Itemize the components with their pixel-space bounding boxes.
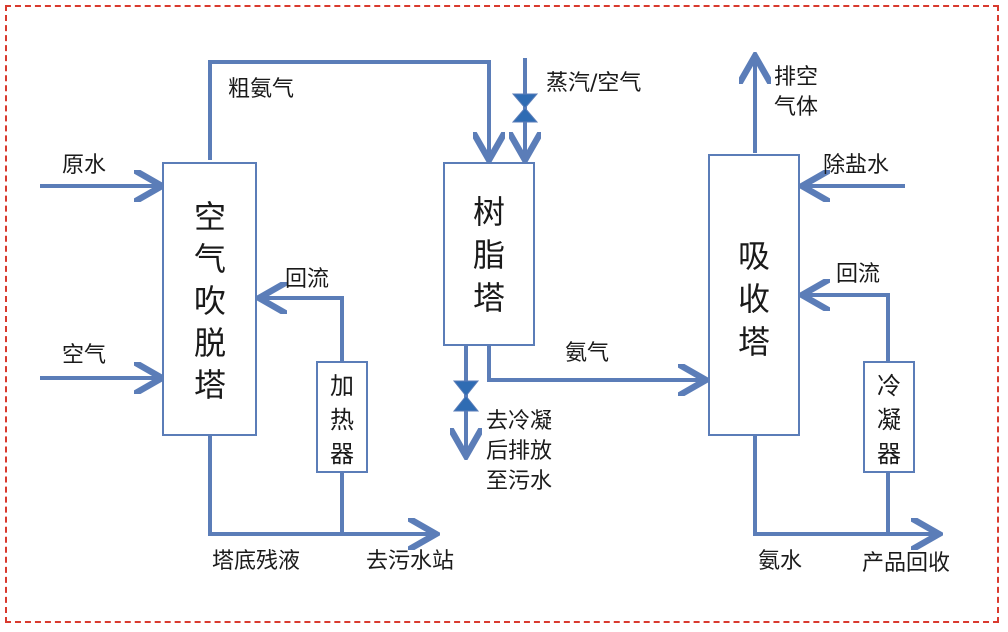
- crude-ammonia-label: 粗氨气: [228, 77, 294, 102]
- svg-text:气体: 气体: [774, 95, 818, 120]
- raw-water-label: 原水: [62, 153, 106, 178]
- svg-text:去冷凝: 去冷凝: [486, 409, 552, 434]
- svg-text:器: 器: [877, 440, 901, 468]
- reflux-right-line: [806, 295, 890, 362]
- reflux-right-label: 回流: [836, 262, 880, 287]
- condenser-box: [863, 361, 915, 473]
- ammonia-gas-line: [487, 345, 702, 380]
- svg-text:空: 空: [194, 198, 226, 236]
- reflux-left-line: [263, 298, 344, 362]
- vent-gas-label: 排空 气体: [774, 65, 818, 120]
- air-inlet-label: 空气: [62, 343, 106, 368]
- svg-text:凝: 凝: [877, 406, 901, 434]
- reflux-left-label: 回流: [285, 267, 329, 292]
- resin-tower-box: [443, 162, 535, 346]
- ammonia-water-line: [753, 435, 935, 534]
- desalted-water-label: 除盐水: [823, 153, 889, 178]
- heater-box: [316, 361, 368, 473]
- svg-text:后排放: 后排放: [486, 439, 552, 464]
- air-stripper-box: [162, 162, 257, 436]
- heater-label: 加 热 器: [330, 372, 354, 468]
- svg-text:收: 收: [738, 280, 770, 318]
- svg-text:塔: 塔: [473, 279, 505, 317]
- air-stripper-label: 空 气 吹 脱 塔: [194, 198, 226, 404]
- svg-text:塔: 塔: [194, 366, 226, 404]
- svg-text:树: 树: [473, 193, 505, 231]
- dashed-border: [5, 5, 999, 623]
- steam-valve-icon: [511, 93, 539, 123]
- condensate-discharge-label: 去冷凝 后排放 至污水: [486, 409, 552, 494]
- to-sewage-station-label: 去污水站: [366, 549, 454, 574]
- discharge-valve-icon: [452, 380, 480, 412]
- product-recovery-label: 产品回收: [862, 551, 950, 576]
- svg-text:吹: 吹: [194, 282, 226, 320]
- crude-ammonia-line: [208, 60, 489, 160]
- bottoms-line: [208, 435, 432, 534]
- condenser-label: 冷 凝 器: [877, 372, 901, 468]
- svg-text:加: 加: [330, 372, 354, 400]
- svg-text:热: 热: [330, 406, 354, 434]
- absorber-box: [708, 154, 800, 436]
- svg-text:器: 器: [330, 440, 354, 468]
- svg-text:脱: 脱: [194, 324, 226, 362]
- svg-text:至污水: 至污水: [486, 469, 552, 494]
- steam-air-label: 蒸汽/空气: [546, 71, 641, 96]
- absorber-label: 吸 收 塔: [738, 237, 770, 361]
- svg-text:冷: 冷: [877, 372, 901, 400]
- svg-text:脂: 脂: [473, 236, 505, 274]
- svg-text:吸: 吸: [738, 237, 770, 275]
- svg-text:气: 气: [194, 240, 226, 278]
- ammonia-gas-label: 氨气: [565, 341, 609, 366]
- svg-text:塔: 塔: [738, 323, 770, 361]
- resin-tower-label: 树 脂 塔: [473, 193, 505, 317]
- bottoms-label: 塔底残液: [212, 549, 300, 574]
- svg-text:排空: 排空: [774, 65, 818, 90]
- ammonia-water-label: 氨水: [758, 549, 802, 574]
